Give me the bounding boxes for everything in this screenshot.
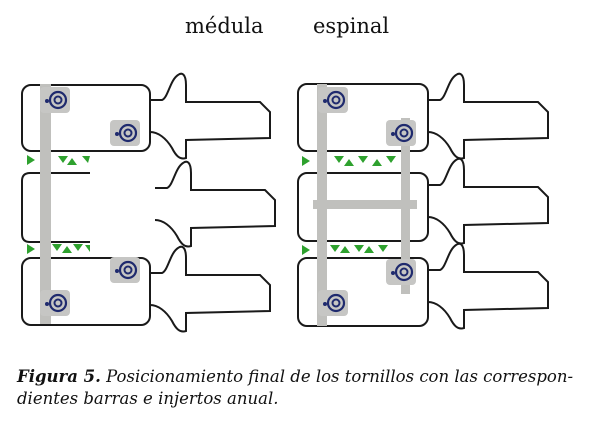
spinous-process — [154, 160, 276, 248]
pedicle-screw — [316, 85, 350, 115]
figure-caption: Figura 5. Posicionamiento final de los t… — [17, 366, 587, 410]
pedicle-screw — [38, 288, 72, 318]
pedicle-screw — [384, 118, 418, 148]
pedicle-screw — [384, 257, 418, 287]
title-medula: médula — [185, 14, 264, 38]
graft-upper — [302, 156, 396, 166]
title-espinal: espinal — [313, 14, 390, 38]
rod — [40, 84, 51, 324]
left-construct — [21, 72, 276, 333]
right-construct — [297, 72, 549, 330]
caption-label: Figura 5. — [17, 367, 101, 386]
pedicle-screw — [38, 85, 72, 115]
spinous-process — [427, 72, 549, 160]
graft-upper — [27, 155, 90, 165]
graft-lower — [302, 245, 388, 255]
spinous-process — [427, 157, 549, 245]
spinous-process — [149, 245, 271, 333]
caption-text: Posicionamiento final de los tornillos c… — [17, 367, 574, 408]
spinous-process — [427, 242, 549, 330]
graft-lower — [27, 244, 90, 254]
spinous-process — [149, 72, 271, 160]
pedicle-screw — [316, 288, 350, 318]
vertebra-body — [21, 172, 90, 243]
pedicle-screw — [108, 118, 142, 148]
cross-link — [313, 200, 417, 209]
pedicle-screw — [108, 255, 142, 285]
